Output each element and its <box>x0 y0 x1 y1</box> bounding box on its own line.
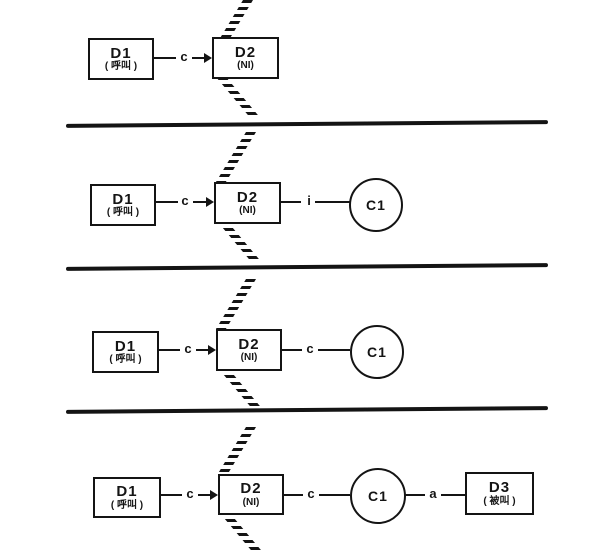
node-d3-title: D3 <box>488 479 511 497</box>
node-d1-title: D1 <box>112 190 134 208</box>
node-d1-title: D1 <box>116 483 138 501</box>
node-d2-subtitle: (NI) <box>239 205 256 217</box>
link-d2-c1-label: i <box>307 193 311 208</box>
link-d2-c1-wire <box>318 349 350 351</box>
link-d1-d2-wire <box>152 201 178 203</box>
ni-boundary-lower <box>219 512 263 552</box>
node-d2-title: D2 <box>234 43 257 61</box>
node-c1-title: C1 <box>367 344 387 360</box>
node-d2-title: D2 <box>236 188 259 206</box>
link-d1-d2-label: c <box>181 193 189 208</box>
link-d2-c1-wire <box>280 494 303 496</box>
arrowhead-icon <box>208 345 216 355</box>
link-d1-d2-label: c <box>180 49 188 64</box>
node-d2: D2 (NI) <box>218 474 284 515</box>
node-d3: D3 ( 被叫 ) <box>465 472 534 515</box>
link-c1-d3-wire <box>402 494 425 496</box>
link-d1-d2-wire <box>198 494 211 496</box>
link-d1-d2-label: c <box>186 486 194 501</box>
link-d2-c1-wire <box>319 494 350 496</box>
node-d1-subtitle: ( 呼叫 ) <box>104 61 138 73</box>
node-d3-subtitle: ( 被叫 ) <box>483 495 516 507</box>
node-d1: D1 ( 呼叫 ) <box>90 184 156 226</box>
link-c1-d3-wire <box>441 494 465 496</box>
node-c1: C1 <box>349 178 403 232</box>
node-d2-title: D2 <box>240 480 262 498</box>
link-d1-d2-wire <box>155 349 180 351</box>
link-d1-d2-wire <box>192 57 206 59</box>
link-d1-d2-wire <box>157 494 182 496</box>
link-d1-d2-label: c <box>184 341 192 356</box>
node-d1-title: D1 <box>114 337 137 355</box>
link-d1-d2-wire <box>196 349 209 351</box>
node-c1: C1 <box>350 325 404 379</box>
node-d1-title: D1 <box>110 44 132 62</box>
node-d2-subtitle: (NI) <box>237 60 254 72</box>
node-d2: D2 (NI) <box>216 329 282 371</box>
node-d2-subtitle: (NI) <box>242 496 260 508</box>
arrowhead-icon <box>210 490 218 500</box>
node-d1-subtitle: ( 呼叫 ) <box>110 499 144 511</box>
link-d2-c1-wire <box>278 349 302 351</box>
link-d2-c1-wire <box>315 201 350 203</box>
node-d2: D2 (NI) <box>212 37 279 79</box>
link-d2-c1-label: c <box>307 486 315 501</box>
arrowhead-icon <box>204 53 212 63</box>
node-c1-title: C1 <box>366 197 386 213</box>
link-d2-c1-wire <box>277 201 301 203</box>
link-d2-c1-label: c <box>306 341 314 356</box>
arrowhead-icon <box>206 197 214 207</box>
ni-boundary-upper <box>217 427 256 475</box>
node-d1: D1 ( 呼叫 ) <box>93 477 161 518</box>
node-d1: D1 ( 呼叫 ) <box>92 331 159 373</box>
node-d1-subtitle: ( 呼叫 ) <box>109 354 142 366</box>
node-d2-title: D2 <box>238 335 260 353</box>
link-c1-d3-label: a <box>429 486 437 501</box>
node-c1-title: C1 <box>368 488 388 504</box>
node-c1: C1 <box>350 468 406 524</box>
node-d1-subtitle: ( 呼叫 ) <box>106 207 140 219</box>
node-d2-subtitle: (NI) <box>240 352 258 364</box>
node-d1: D1 ( 呼叫 ) <box>88 38 154 80</box>
link-d1-d2-wire <box>150 57 176 59</box>
node-d2: D2 (NI) <box>214 182 281 224</box>
link-d1-d2-wire <box>193 201 207 203</box>
